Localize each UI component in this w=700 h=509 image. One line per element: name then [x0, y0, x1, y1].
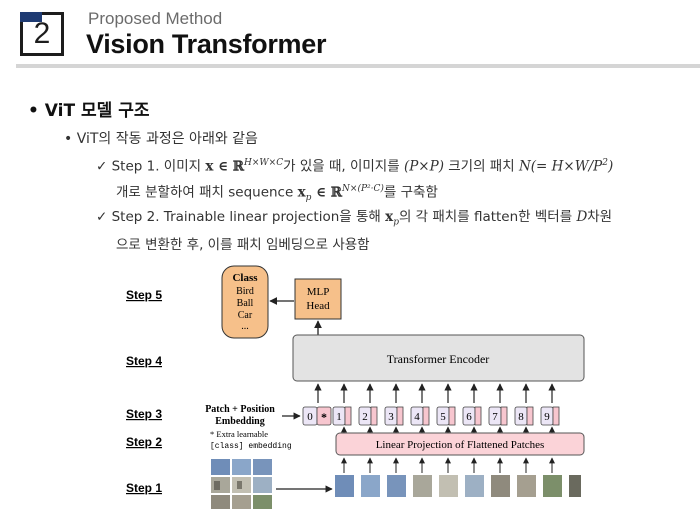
step-label-3: Step 3	[126, 407, 162, 421]
section-number-box: 2	[20, 12, 64, 56]
bullet-dot-icon: •	[64, 131, 77, 147]
patch-position-label-line1: Patch + Position	[205, 404, 275, 415]
token-5: 5	[440, 411, 446, 423]
extra-note-line1: * Extra learnable	[210, 429, 268, 439]
step-label-5: Step 5	[126, 288, 162, 302]
bullet-level1-text: ViT 모델 구조	[45, 101, 150, 121]
check1-line2: 개로 분할하여 패치 sequence xp ∈ ℝN×(P²·C)를 구축함	[96, 178, 613, 209]
header-divider	[16, 64, 700, 68]
token-9: 9	[544, 411, 550, 423]
check1-text-a: Step 1. 이미지	[112, 159, 206, 175]
class-box-item-2: Ball	[237, 298, 254, 309]
check-item-step2: ✓ Step 2. Trainable linear projection을 통…	[96, 206, 612, 256]
check1-line2-math: x	[298, 184, 306, 200]
bullet-dot-icon: •	[28, 101, 45, 121]
patch-to-projection-arrows	[344, 458, 552, 473]
class-box-item-4: ...	[241, 321, 249, 332]
check2-line2: 으로 변환한 후, 이를 패치 임베딩으로 사용함	[96, 234, 612, 256]
token-1: 1	[336, 411, 342, 423]
patch-position-label-line2: Embedding	[215, 416, 264, 427]
check1-sup1: H×W×C	[244, 158, 283, 168]
token-to-encoder-arrows	[318, 384, 552, 403]
input-image-patch-grid	[211, 459, 272, 509]
token-4: 4	[414, 411, 420, 423]
transformer-encoder-label: Transformer Encoder	[387, 352, 490, 366]
check1-line2-text-a: 개로 분할하여 패치 sequence	[116, 184, 298, 200]
header-subtitle: Proposed Method	[88, 9, 222, 29]
check1-math3-end: )	[608, 159, 613, 175]
section-number: 2	[34, 17, 51, 51]
vit-architecture-diagram: Step 5 Step 4 Step 3 Step 2 Step 1 Class…	[0, 255, 700, 509]
token-6: 6	[466, 411, 472, 423]
flattened-patches-row	[335, 475, 581, 497]
check1-line2-text-b: 를 구축함	[384, 184, 438, 200]
page-title: Vision Transformer	[86, 29, 326, 60]
extra-note-line2: [class] embedding	[210, 442, 292, 451]
token-8: 8	[518, 411, 524, 423]
check1-math2: (P×P)	[404, 159, 444, 175]
check1-line2-math2: ∈ ℝ	[311, 184, 342, 200]
mlp-head-line2: Head	[306, 300, 330, 312]
bullet-level1: • ViT 모델 구조	[28, 96, 149, 121]
check-item-step1: ✓ Step 1. 이미지 x ∈ ℝH×W×C가 있을 때, 이미지를 (P×…	[96, 152, 613, 209]
check1-line2-sup: N×(P²·C)	[342, 184, 384, 194]
class-box-item-3: Car	[238, 310, 253, 321]
token-3: 3	[388, 411, 394, 423]
step-label-2: Step 2	[126, 435, 162, 449]
step-label-1: Step 1	[126, 481, 162, 495]
check2-text-b: 의 각 패치를 flatten한 벡터를	[399, 209, 576, 225]
mlp-head-line1: MLP	[307, 286, 330, 298]
check1-text-c: 크기의 패치	[444, 159, 519, 175]
projection-to-token-arrows	[344, 427, 552, 433]
check2-math2: D	[576, 209, 587, 225]
check1-math1: x ∈ ℝ	[205, 159, 244, 175]
check2-text-a: Step 2. Trainable linear projection을 통해	[112, 209, 386, 225]
bullet-level2: • ViT의 작동 과정은 아래와 같음	[64, 128, 258, 148]
checkmark-icon: ✓	[96, 209, 112, 225]
token-7: 7	[492, 411, 498, 423]
bullet-level2-text: ViT의 작동 과정은 아래와 같음	[77, 131, 258, 147]
class-box-item-1: Bird	[236, 286, 254, 297]
class-box-title: Class	[232, 272, 258, 284]
check1-math3: N(= H×W/P	[519, 159, 602, 175]
token-0: 0	[307, 411, 313, 423]
linear-projection-label: Linear Projection of Flattened Patches	[376, 439, 545, 451]
mlp-head-box	[295, 279, 341, 319]
position-embedding-tokens: 0 * 1 2 3 4 5 6 7 8 9	[303, 407, 559, 425]
token-2: 2	[362, 411, 368, 423]
check2-math: x	[385, 209, 393, 225]
step-label-4: Step 4	[126, 354, 162, 368]
check2-text-c: 차원	[587, 209, 612, 225]
check1-text-b: 가 있을 때, 이미지를	[283, 159, 404, 175]
checkmark-icon: ✓	[96, 159, 112, 175]
class-token-mark: *	[321, 410, 327, 424]
